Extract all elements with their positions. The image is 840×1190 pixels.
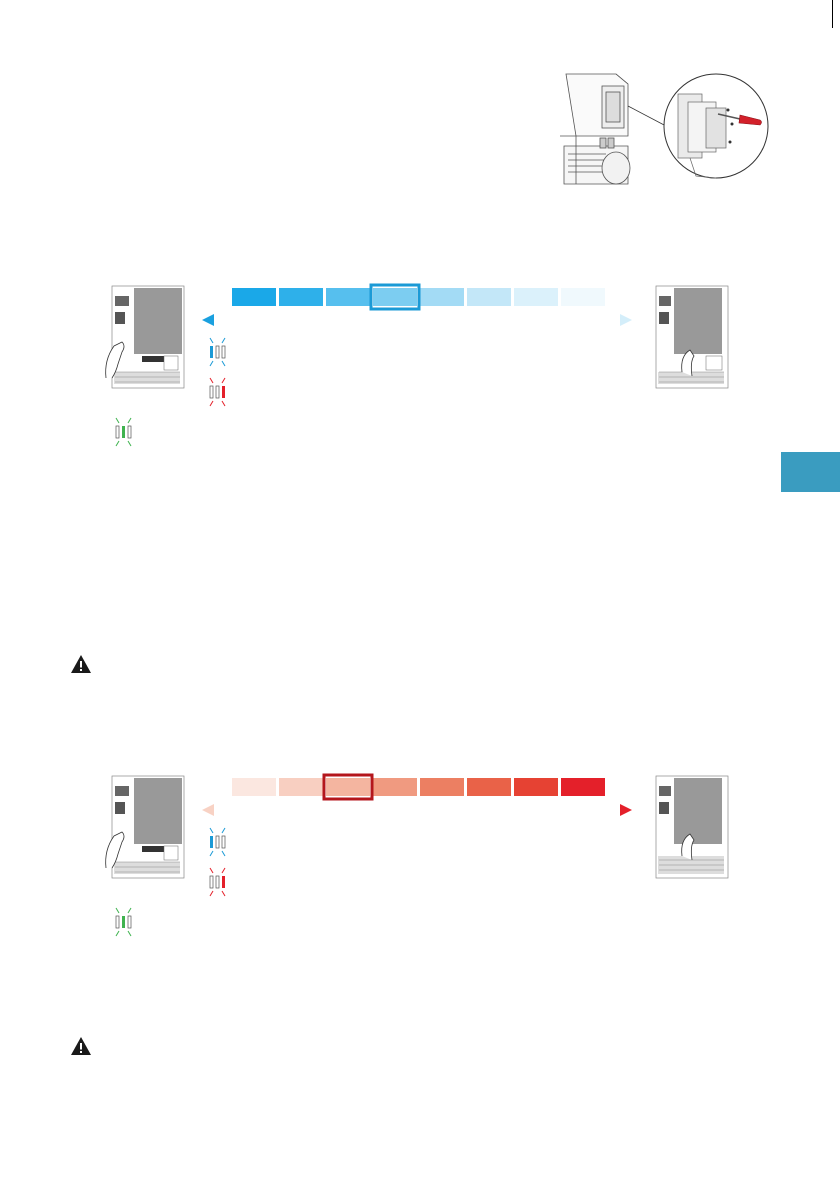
control-board-right (656, 286, 728, 388)
led-glow-ray (210, 828, 213, 833)
gradient-step-1 (232, 778, 276, 796)
led-indicator-red (210, 378, 225, 406)
gradient-step-5 (420, 288, 464, 306)
led-glow-ray (128, 418, 131, 423)
led-glow-ray (210, 851, 213, 856)
page-edge-line (832, 0, 833, 28)
inset-detail-circle (664, 74, 768, 178)
gradient-step-3 (326, 288, 370, 306)
heating-adjustment-diagram (92, 770, 752, 950)
led-glow-ray (222, 361, 225, 366)
led-glow-ray (210, 338, 213, 343)
chapter-tab-marker (781, 452, 840, 492)
led-glow-ray (116, 418, 119, 423)
gradient-step-5 (420, 778, 464, 796)
led-glow-ray (222, 868, 225, 873)
fan-coil-unit-illustration (560, 74, 630, 184)
led-glow-ray (128, 931, 131, 936)
led-glow-ray (116, 931, 119, 936)
cooling-adjustment-diagram (92, 280, 752, 460)
led-glow-ray (222, 401, 225, 406)
led-indicator-blue (210, 828, 225, 856)
led-glow-ray (222, 891, 225, 896)
control-board-left (112, 776, 184, 878)
gradient-step-4 (373, 778, 417, 796)
led-glow-ray (210, 361, 213, 366)
led-glow-ray (116, 908, 119, 913)
led-glow-ray (128, 441, 131, 446)
led-glow-ray (210, 891, 213, 896)
cooling-diagram-canvas (92, 280, 752, 460)
led-glow-ray (222, 378, 225, 383)
gradient-step-6 (467, 288, 511, 306)
led-glow-ray (210, 401, 213, 406)
gradient-step-8 (561, 288, 605, 306)
led-indicator-green (116, 908, 131, 936)
led-glow-ray (222, 338, 225, 343)
led-indicator-red (210, 868, 225, 896)
gradient-step-6 (467, 778, 511, 796)
warning-triangle-icon (70, 654, 92, 674)
gradient-step-4 (373, 288, 417, 306)
heating-range-arrow (202, 804, 632, 816)
heating-gradient-bar (232, 778, 605, 796)
unit-removal-illustration (556, 66, 780, 190)
led-glow-ray (116, 441, 119, 446)
led-glow-ray (128, 908, 131, 913)
gradient-step-8 (561, 778, 605, 796)
led-glow-ray (222, 851, 225, 856)
cooling-range-arrow (202, 314, 632, 326)
led-glow-ray (210, 868, 213, 873)
heating-diagram-canvas (92, 770, 752, 950)
callout-line (628, 106, 666, 126)
control-board-left (112, 286, 184, 388)
led-glow-ray (210, 378, 213, 383)
led-glow-ray (222, 828, 225, 833)
gradient-step-2 (279, 778, 323, 796)
gradient-step-2 (279, 288, 323, 306)
led-indicator-blue (210, 338, 225, 366)
gradient-step-7 (514, 778, 558, 796)
gradient-step-3 (326, 778, 370, 796)
control-board-right (656, 776, 728, 878)
led-indicator-green (116, 418, 131, 446)
warning-triangle-icon (70, 1036, 92, 1056)
gradient-step-1 (232, 288, 276, 306)
gradient-step-7 (514, 288, 558, 306)
